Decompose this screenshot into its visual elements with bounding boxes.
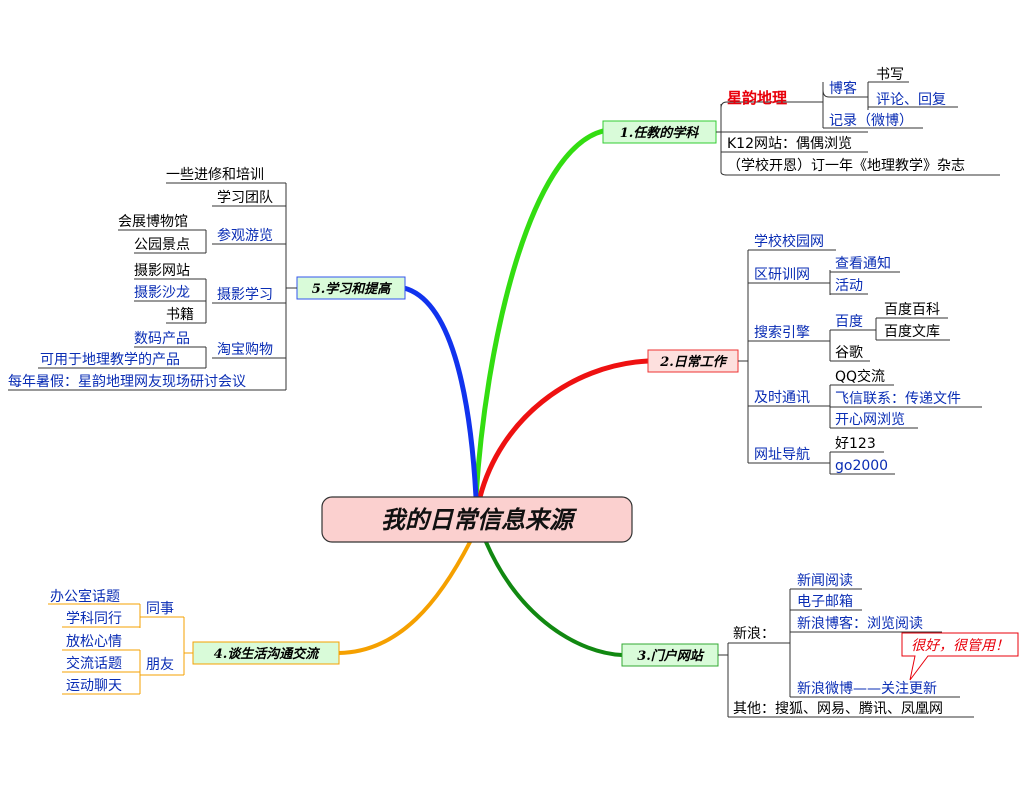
visit-tour-label[interactable]: 参观游览: [217, 227, 273, 244]
branch4-connectors: [48, 603, 193, 695]
branch-curve-3: [484, 540, 624, 657]
center-title: 我的日常信息来源: [381, 505, 578, 534]
writing-label: 书写: [876, 67, 904, 83]
category-label-1: 1.任教的学科: [620, 125, 700, 141]
summer-meeting-label[interactable]: 每年暑假：星韵地理网友现场研讨会议: [8, 374, 246, 390]
branch-curve-1: [473, 128, 606, 500]
branch3-connectors: [718, 588, 974, 718]
category-label-4: 4.谈生活沟通交流: [214, 646, 321, 662]
hao123-label: 好123: [835, 436, 876, 452]
branch-curve-2: [477, 358, 651, 500]
instant-messaging-label[interactable]: 及时通讯: [754, 390, 810, 406]
friend-label: 朋友: [146, 657, 174, 673]
office-topic-label: 办公室话题: [50, 588, 120, 605]
school-campus-net-label[interactable]: 学校校园网: [754, 233, 824, 250]
sina-blog-label[interactable]: 新浪博客：浏览阅读: [797, 615, 923, 632]
category-label-3: 3.门户网站: [637, 648, 705, 664]
colleague-label: 同事: [146, 601, 174, 617]
record-microblog-label[interactable]: 记录（微博）: [829, 112, 913, 129]
baidu-wenku-label: 百度文库: [884, 324, 940, 340]
center-node[interactable]: [321, 496, 633, 543]
books-label: 书籍: [166, 306, 194, 323]
google-label: 谷歌: [835, 345, 863, 361]
branch2-connectors: [738, 249, 982, 475]
go2000-label[interactable]: go2000: [835, 458, 888, 474]
district-training-net-label[interactable]: 区研训网: [754, 267, 810, 283]
digital-products-label[interactable]: 数码产品: [134, 331, 190, 347]
activity-label[interactable]: 活动: [835, 278, 863, 294]
park-scenic-label: 公园景点: [134, 237, 190, 253]
branch-curve-5: [401, 285, 479, 500]
geo-teaching-products-label[interactable]: 可用于地理教学的产品: [40, 352, 180, 368]
qq-label: QQ交流: [835, 368, 885, 385]
training-label: 一些进修和培训: [166, 167, 264, 183]
news-reading-label[interactable]: 新闻阅读: [797, 572, 853, 589]
study-team-label: 学习团队: [217, 190, 273, 206]
exchange-topic-label: 交流话题: [66, 655, 122, 672]
fetion-label[interactable]: 飞信联系：传递文件: [835, 391, 961, 407]
branch1-connectors: [716, 81, 1000, 176]
comment-reply-label[interactable]: 评论、回复: [876, 91, 946, 108]
exhibition-museum-label: 会展博物馆: [118, 213, 188, 230]
branch-curve-4: [337, 540, 472, 655]
k12-site-label: K12网站：偶偶浏览: [727, 136, 852, 152]
magazine-label: （学校开恩）订一年《地理教学》杂志: [727, 157, 965, 174]
sina-label: 新浪：: [733, 626, 775, 642]
email-label[interactable]: 电子邮箱: [797, 594, 853, 610]
blog-label[interactable]: 博客: [829, 80, 857, 97]
kaixin-label[interactable]: 开心网浏览: [835, 412, 905, 428]
subject-peers-label: 学科同行: [66, 611, 122, 627]
taobao-label[interactable]: 淘宝购物: [217, 342, 273, 358]
photo-website-label: 摄影网站: [134, 263, 190, 279]
baidu-label[interactable]: 百度: [835, 314, 863, 330]
branch5-connectors: [8, 182, 297, 391]
sports-chat-label: 运动聊天: [66, 678, 122, 694]
others-portals-label: 其他：搜狐、网易、腾讯、凤凰网: [733, 700, 943, 717]
view-notice-label[interactable]: 查看通知: [835, 255, 891, 272]
baidu-baike-label: 百度百科: [884, 302, 940, 318]
category-label-2: 2.日常工作: [659, 354, 729, 370]
url-navigation-label[interactable]: 网址导航: [754, 447, 810, 463]
callout-bubble: [901, 632, 1019, 681]
category-label-5: 5.学习和提高: [312, 281, 393, 297]
sina-weibo-label[interactable]: 新浪微博——关注更新: [797, 680, 937, 697]
photo-study-label[interactable]: 摄影学习: [217, 287, 273, 303]
xingyun-geography-label[interactable]: 星韵地理: [727, 89, 787, 107]
callout-note: 很好，很管用！: [911, 638, 1009, 654]
relax-label: 放松心情: [66, 634, 122, 650]
search-engine-label[interactable]: 搜索引擎: [754, 324, 810, 341]
photo-salon-label[interactable]: 摄影沙龙: [134, 285, 190, 301]
